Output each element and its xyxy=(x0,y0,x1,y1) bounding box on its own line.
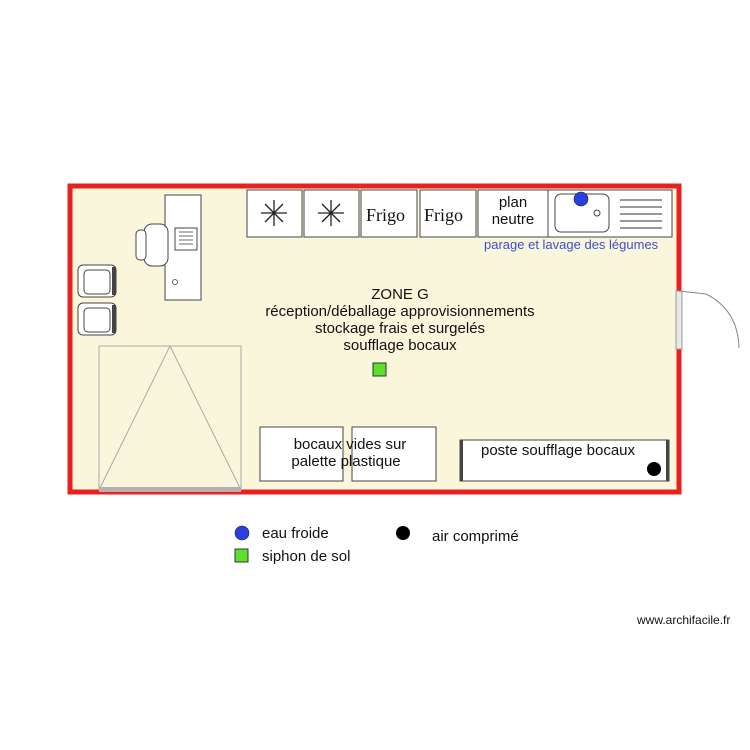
work-surface-label-2: neutre xyxy=(491,211,535,228)
legend-air-icon xyxy=(396,526,410,540)
credit-link[interactable]: www.archifacile.fr xyxy=(637,613,731,627)
legend-drain: siphon de sol xyxy=(262,548,351,565)
loading-area xyxy=(98,345,242,492)
legend-compressed-air: air comprimé xyxy=(432,528,519,545)
sink xyxy=(547,189,673,238)
zone-line-2: stockage frais et surgelés xyxy=(314,320,486,337)
fridge-1 xyxy=(360,189,418,238)
pallet-2 xyxy=(351,426,437,482)
cold-water-point xyxy=(573,191,589,207)
armchair-2 xyxy=(77,302,117,336)
blowing-station xyxy=(459,439,670,482)
freezer-2 xyxy=(303,189,360,238)
work-surface-label-1: plan xyxy=(498,194,528,211)
blowing-station-label: poste soufflage bocaux xyxy=(481,442,636,459)
legend-drain-icon xyxy=(234,548,249,563)
wall-opening xyxy=(99,487,241,492)
freezer-1 xyxy=(246,189,303,238)
pallet-label-1: bocaux vides sur xyxy=(293,436,407,453)
desk xyxy=(164,194,202,301)
armchair-1 xyxy=(77,264,117,298)
sink-label: parage et lavage des légumes xyxy=(484,237,659,252)
work-surface xyxy=(477,189,549,238)
legend-cold-water-icon xyxy=(234,525,250,541)
pallet-1 xyxy=(259,426,344,482)
zone-line-1: réception/déballage approvisionnements xyxy=(265,303,535,320)
floor-drain xyxy=(372,362,387,377)
pallet-label-2: palette plastique xyxy=(291,453,401,470)
compressed-air-point xyxy=(647,462,661,476)
door xyxy=(675,290,740,350)
fridge-1-label: Frigo xyxy=(366,205,406,225)
legend-cold-water: eau froide xyxy=(262,525,329,542)
zone-title: ZONE G xyxy=(371,286,429,303)
fridge-2-label: Frigo xyxy=(424,205,464,225)
fridge-2 xyxy=(419,189,477,238)
office-chair xyxy=(135,223,169,267)
zone-line-3: soufflage bocaux xyxy=(343,337,457,354)
